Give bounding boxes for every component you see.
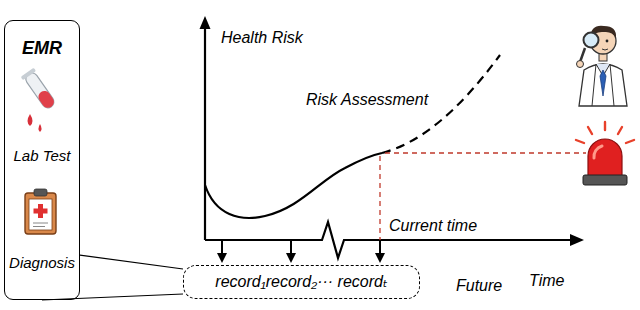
emr-box: EMR Lab TestDiagnosis (4, 20, 80, 300)
zoom-leader-line (80, 255, 183, 269)
y-axis-label-text: Health Risk (220, 29, 304, 46)
box-title: record₁record₂··· recordₜ (215, 273, 387, 290)
x-axis-label-text: Time (528, 272, 565, 289)
record-arrows (222, 241, 380, 255)
y-axis-label: Health Risk (220, 28, 304, 47)
box-title: EMR (22, 37, 62, 59)
alarm-icon (576, 122, 634, 185)
test-tube-icon (21, 68, 58, 132)
current-time-label-text: Current time (388, 217, 478, 234)
future-label-text: Future (455, 277, 503, 294)
current-time-guide (379, 156, 380, 240)
x-axis-label: Time (528, 271, 565, 290)
y-axis (204, 26, 206, 240)
curve-label-text: Risk Assessment (305, 91, 429, 108)
x-axis-head (570, 234, 584, 246)
y-axis-head (200, 16, 211, 29)
clipboard-icon (25, 189, 56, 234)
record-arrow-heads (217, 253, 385, 263)
alarm-guide (385, 152, 586, 153)
risk-curve (205, 153, 382, 218)
curve-label: Risk Assessment (305, 90, 429, 109)
box-text: Diagnosis (9, 253, 75, 273)
record-sequence-box: record₁record₂··· recordₜ (183, 265, 420, 299)
current-time-label: Current time (388, 216, 478, 235)
future-label: Future (455, 276, 503, 295)
doctor-icon (577, 26, 628, 106)
box-text: Lab Test (14, 146, 71, 166)
